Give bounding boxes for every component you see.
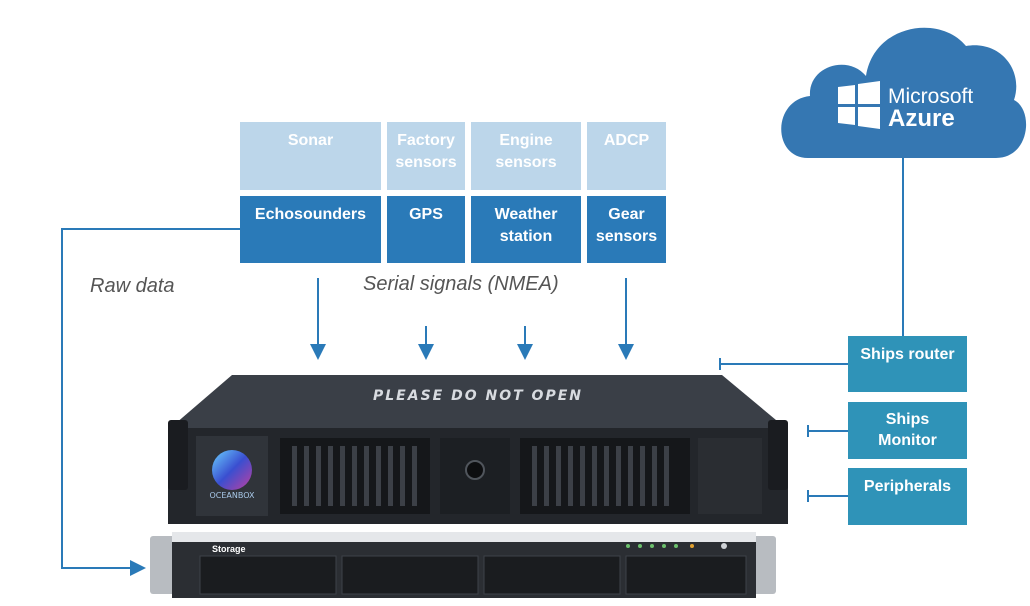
oceanbox-server: PLEASE DO NOT OPEN OCEANBOX <box>168 375 788 524</box>
sensor-weather-station: Weather station <box>471 196 581 263</box>
azure-cloud-icon <box>781 27 1027 159</box>
ships-router-box: Ships router <box>848 336 967 392</box>
oceanbox-logo-icon <box>212 450 252 490</box>
sensor-echosounders: Echosounders <box>240 196 381 263</box>
sensor-adcp: ADCP <box>587 122 666 190</box>
sensor-gps: GPS <box>387 196 465 263</box>
storage-unit: Storage <box>150 532 776 598</box>
oceanbox-logo-text: OCEANBOX <box>209 491 255 500</box>
windows-logo-icon <box>838 81 880 129</box>
raw-data-connector <box>61 228 240 576</box>
cloud-text-line2: Azure <box>888 105 955 132</box>
serial-signals-label: Serial signals (NMEA) <box>363 273 559 295</box>
ships-monitor-box: Ships Monitor <box>848 402 967 459</box>
sensor-sonar: Sonar <box>240 122 381 190</box>
sensor-gear-sensors: Gear sensors <box>587 196 666 263</box>
peripherals-box: Peripherals <box>848 468 967 525</box>
storage-label: Storage <box>212 544 246 554</box>
cloud-text-line1: Microsoft <box>888 85 973 108</box>
sensor-factory-sensors: Factory sensors <box>387 122 465 190</box>
raw-data-label: Raw data <box>90 275 175 297</box>
server-lid-text: PLEASE DO NOT OPEN <box>373 388 583 404</box>
sensor-engine-sensors: Engine sensors <box>471 122 581 190</box>
